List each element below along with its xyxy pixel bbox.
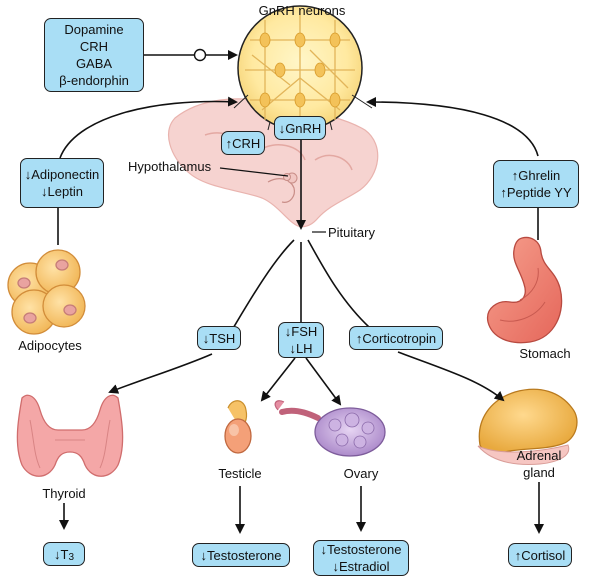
inhibitor-dopamine: Dopamine bbox=[64, 22, 124, 37]
ghrelin-peptide-yy-box: ↑Ghrelin ↑Peptide YY bbox=[493, 160, 579, 208]
thyroid-illustration bbox=[16, 394, 124, 477]
inhibitor-gaba: GABA bbox=[75, 56, 113, 71]
stomach-illustration bbox=[486, 236, 563, 344]
pituitary-label: Pituitary bbox=[328, 225, 375, 240]
adipocytes-illustration bbox=[7, 249, 86, 335]
crh-box: ↑CRH bbox=[221, 131, 265, 155]
t3-subscript: 3 bbox=[68, 552, 74, 563]
adrenal-gland-label: Adrenal gland bbox=[516, 448, 562, 480]
adrenal-gland-illustration bbox=[477, 388, 578, 465]
fsh-text: ↓FSH bbox=[284, 324, 318, 339]
corticotropin-box: ↑Corticotropin bbox=[349, 326, 443, 350]
thyroid-label: Thyroid bbox=[42, 486, 86, 501]
gnrh-neurons-illustration bbox=[233, 5, 373, 131]
adipocytes-label: Adipocytes bbox=[18, 338, 82, 353]
testosterone-estradiol-box: ↓Testosterone ↓Estradiol bbox=[313, 540, 409, 576]
testosterone-box: ↓Testosterone bbox=[192, 543, 290, 567]
lh-text: ↓LH bbox=[289, 341, 313, 356]
gnrh-neurons-title: GnRH neurons bbox=[258, 3, 346, 18]
gnrh-box: ↓GnRH bbox=[274, 116, 326, 140]
hypothalamus-label: Hypothalamus bbox=[128, 159, 212, 174]
cortisol-box: ↑Cortisol bbox=[508, 543, 572, 567]
leptin-text: ↓Leptin bbox=[41, 184, 83, 199]
t3-text: ↓T bbox=[53, 546, 69, 562]
inhibitors-box: Dopamine CRH GABA β-endorphin bbox=[44, 18, 144, 92]
ovary-label: Ovary bbox=[343, 466, 379, 481]
peptide-yy-text: ↑Peptide YY bbox=[500, 185, 572, 200]
testicle-label: Testicle bbox=[218, 466, 262, 481]
testicle-illustration bbox=[224, 400, 252, 454]
ovary-illustration bbox=[274, 400, 386, 457]
ovary-testosterone-text: ↓Testosterone bbox=[320, 542, 402, 557]
connectors bbox=[57, 48, 544, 534]
stomach-label: Stomach bbox=[519, 346, 571, 361]
inhibitor-crh: CRH bbox=[79, 39, 109, 54]
inhibitor-beta-endorphin: β-endorphin bbox=[59, 73, 129, 88]
tsh-box: ↓TSH bbox=[197, 326, 241, 350]
estradiol-text: ↓Estradiol bbox=[332, 559, 390, 574]
fsh-lh-box: ↓FSH ↓LH bbox=[278, 322, 324, 358]
adiponectin-text: ↓Adiponectin bbox=[24, 167, 100, 182]
ghrelin-text: ↑Ghrelin bbox=[511, 168, 561, 183]
adiponectin-leptin-box: ↓Adiponectin ↓Leptin bbox=[20, 158, 104, 208]
